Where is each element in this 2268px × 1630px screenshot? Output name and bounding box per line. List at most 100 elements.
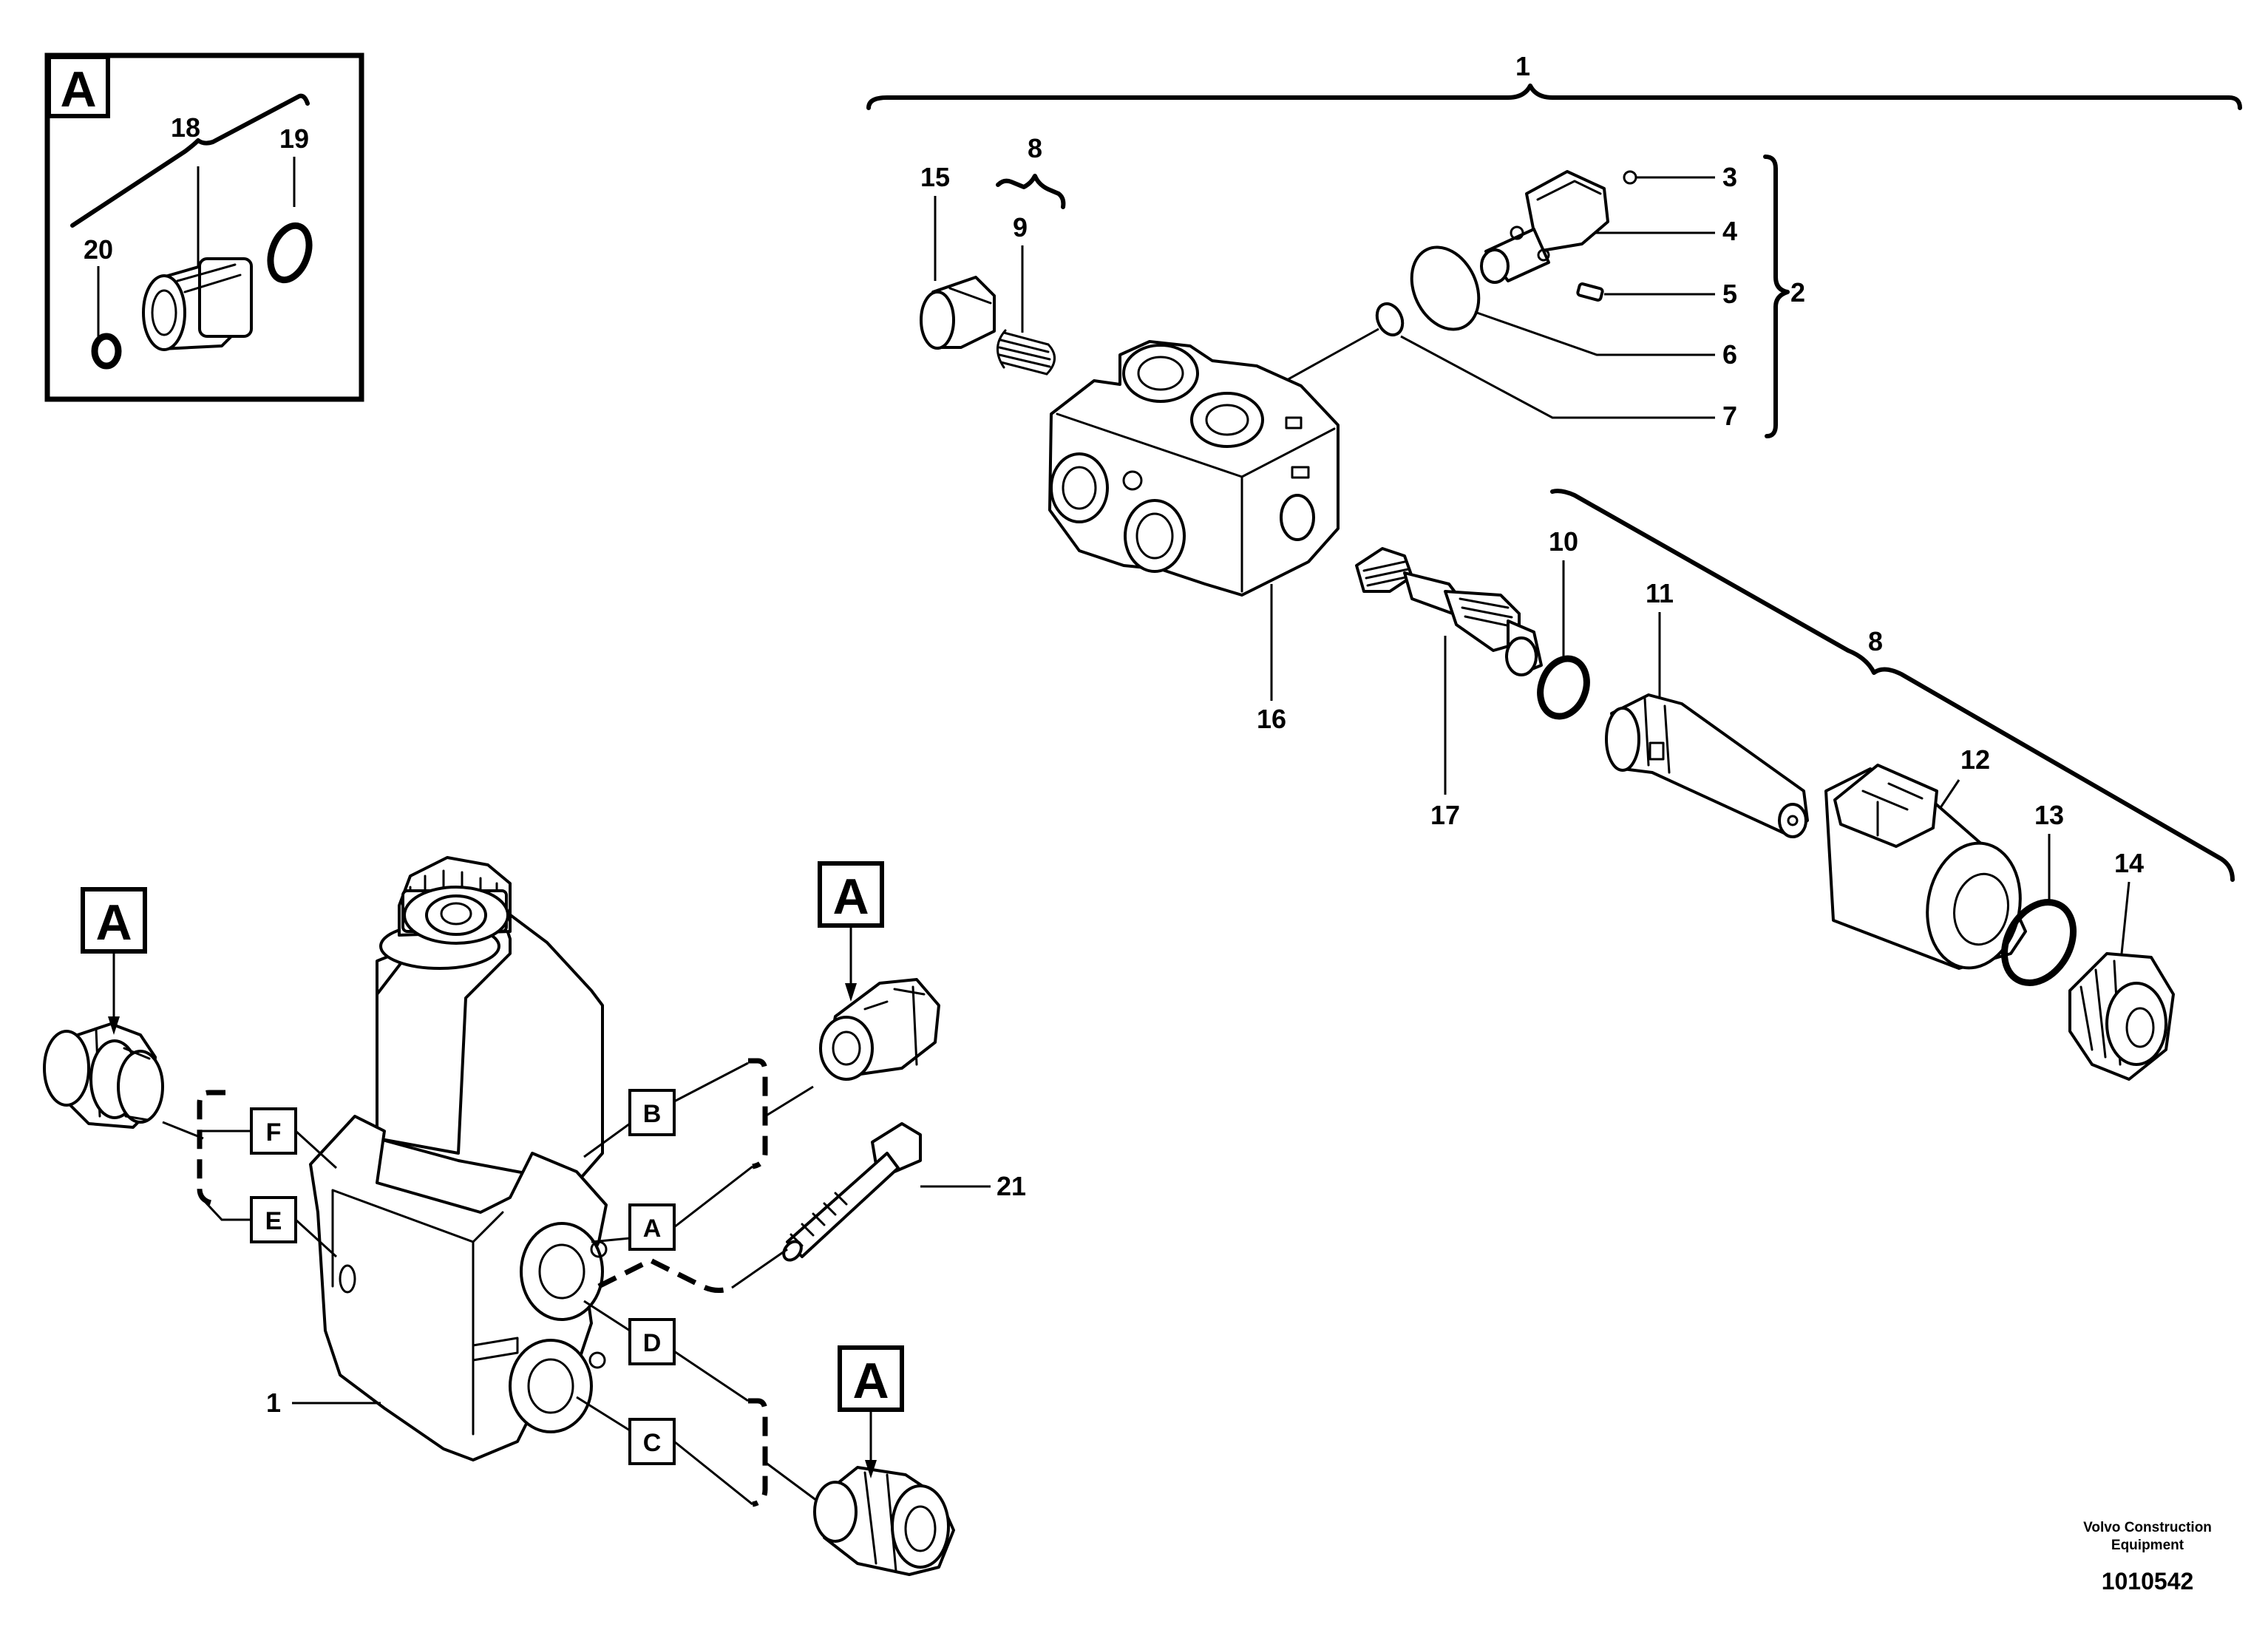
label-20: 20 [84, 234, 113, 265]
label-3: 3 [1722, 162, 1737, 192]
label-12: 12 [1960, 744, 1990, 775]
o-ring-13 [2000, 899, 2077, 986]
brace-8-upper [996, 174, 1066, 209]
label-19: 19 [279, 123, 309, 154]
label-1-top: 1 [1515, 51, 1530, 81]
check-valve-4 [1480, 170, 1609, 284]
port-f-box [250, 1107, 297, 1155]
brace-2 [1763, 154, 1790, 438]
spool-17 [1355, 547, 1543, 676]
callout-a-upper-right: A [832, 869, 869, 925]
label-8-lower: 8 [1868, 626, 1883, 656]
adapter-fitting-18 [142, 257, 253, 351]
label-4: 4 [1722, 216, 1737, 246]
leader-a-left [591, 1237, 631, 1243]
footer: Volvo Construction Equipment 1010542 [2083, 1520, 2212, 1595]
label-9: 9 [1013, 212, 1028, 242]
brace-8-lower [1550, 489, 2235, 882]
inset-brace-18 [70, 93, 310, 228]
inset-letter: A [60, 61, 96, 118]
label-18: 18 [171, 112, 200, 143]
port-e-box [250, 1196, 297, 1243]
leader-fitting-upper-right [764, 1085, 814, 1118]
arrow-a-upper-right-head [845, 983, 857, 1002]
leader-b-right [673, 1062, 749, 1103]
assembled-valve [309, 856, 608, 1461]
fitting-left [43, 1022, 164, 1129]
drawing-number: 1010542 [2102, 1568, 2194, 1595]
port-e: E [265, 1207, 282, 1235]
manufacturer-line-1: Volvo Construction [2083, 1520, 2212, 1535]
leader-b-left [583, 1122, 631, 1158]
label-21: 21 [997, 1171, 1026, 1201]
leader-e-left [200, 1196, 251, 1221]
callout-a-left-box [81, 887, 147, 954]
brace-1 [866, 84, 2242, 110]
label-15: 15 [920, 162, 950, 192]
port-c-box [628, 1418, 676, 1465]
leader-bolt-dash [731, 1248, 788, 1289]
leader-c-left [576, 1396, 631, 1432]
inset-letter-box [47, 55, 110, 118]
port-d: D [643, 1329, 662, 1357]
label-8-upper: 8 [1028, 133, 1042, 163]
solenoid-coil-12 [1824, 764, 2027, 970]
valve-body-16 [1048, 340, 1340, 597]
callout-a-upper-right-box [818, 861, 884, 928]
arrow-a-lower-head [865, 1460, 877, 1478]
leader-7 [1400, 335, 1715, 419]
leader-a-right [673, 1165, 753, 1229]
bolt-21 [782, 1122, 922, 1262]
o-ring-20 [91, 333, 122, 370]
leader-fitting-left [162, 1121, 204, 1140]
leader-fitting-lower [764, 1461, 818, 1502]
label-6: 6 [1722, 339, 1737, 370]
port-a: A [643, 1215, 662, 1243]
leader-6 [1474, 310, 1715, 356]
leader-d-right [673, 1350, 749, 1402]
o-ring-19 [267, 222, 313, 284]
leader-d-left [583, 1300, 631, 1332]
o-ring-7 [1375, 302, 1405, 337]
exploded-view: 1 2 3 4 5 6 7 8 9 [866, 51, 2242, 1081]
label-16: 16 [1257, 704, 1286, 734]
fitting-upper-right [819, 978, 940, 1081]
label-14: 14 [2114, 848, 2144, 878]
manufacturer-line-2: Equipment [2111, 1538, 2184, 1553]
label-13: 13 [2034, 800, 2064, 830]
pin-5 [1576, 282, 1604, 302]
label-5: 5 [1722, 279, 1737, 309]
ball-3 [1623, 170, 1637, 185]
fitting-lower [813, 1466, 955, 1576]
port-b-box [628, 1089, 676, 1136]
label-10: 10 [1549, 526, 1578, 557]
port-c: C [643, 1429, 662, 1457]
leader-c-right [673, 1440, 753, 1506]
port-d-box [628, 1318, 676, 1365]
port-f: F [266, 1118, 282, 1147]
connector-b-a [748, 1058, 768, 1169]
connector-d-c [748, 1398, 768, 1507]
o-ring-6 [1410, 245, 1481, 331]
label-2: 2 [1790, 277, 1805, 308]
callout-a-lower: A [852, 1353, 889, 1409]
leader-e-right [294, 1218, 338, 1258]
connector-bolt [597, 1257, 733, 1293]
leader-f-right [294, 1130, 338, 1169]
nut-14 [2068, 952, 2175, 1081]
callout-a-lower-box [838, 1345, 904, 1412]
label-11: 11 [1646, 578, 1674, 608]
solenoid-tube-11 [1605, 693, 1809, 838]
port-a-box [628, 1203, 676, 1251]
o-ring-10 [1537, 655, 1590, 720]
port-b: B [643, 1100, 662, 1128]
label-17: 17 [1430, 800, 1460, 830]
label-7: 7 [1722, 401, 1737, 431]
spring-9 [997, 329, 1056, 376]
arrow-a-left-head [108, 1016, 120, 1035]
leader-7-to-body [1278, 327, 1379, 386]
plug-15 [920, 276, 996, 350]
assembly-view: 1 A A A [43, 856, 1026, 1576]
callout-a-left: A [95, 894, 132, 951]
